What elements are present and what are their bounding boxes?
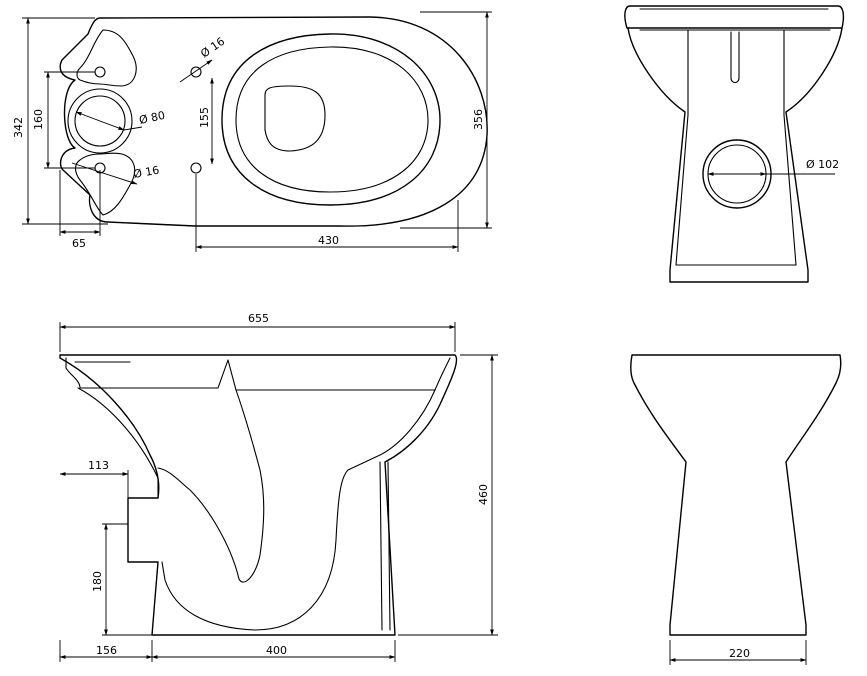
dim-d102-label: Ø 102 — [806, 158, 839, 171]
dim-180-label: 180 — [91, 571, 104, 592]
side-view-trap-inner — [77, 387, 265, 583]
dim-160-label: 160 — [32, 109, 45, 130]
top-view-outlet-outer — [67, 88, 133, 154]
top-view-dimension-160: 160 — [32, 71, 95, 169]
top-view-fixing-hole-lower — [190, 162, 202, 174]
top-view-leader-d80: Ø 80 — [75, 109, 166, 131]
dim-655-label: 655 — [248, 312, 269, 325]
side-view-waterway — [379, 461, 391, 631]
dim-356-label: 356 — [472, 109, 485, 130]
top-view-fixing-hole-upper — [190, 66, 202, 78]
side-view-dimension-180: 180 — [91, 523, 152, 636]
side-view-dimension-113: 113 — [59, 459, 129, 498]
dim-d16-bolt-label: Ø 16 — [132, 164, 160, 181]
front-view-outline — [629, 354, 842, 636]
top-view-dimension-430: 430 — [195, 174, 459, 252]
top-view-bowl-rim-inner — [235, 46, 429, 193]
side-view-dimension-400: 400 — [151, 640, 396, 662]
rear-view-leader-d102: Ø 102 — [707, 158, 839, 176]
dim-155-label: 155 — [198, 107, 211, 128]
dim-220-label: 220 — [729, 647, 750, 660]
dim-65-label: 65 — [72, 237, 86, 250]
rear-view: Ø 102 — [624, 5, 845, 283]
side-view-dimension-156: 156 — [59, 640, 153, 662]
rear-view-center-rib — [730, 31, 740, 84]
rear-view-web-left — [675, 29, 689, 266]
top-view-tank-lower-lobe — [74, 152, 136, 216]
top-view-bolt-hole-upper — [94, 66, 106, 78]
top-view-dimension-155: 155 — [198, 77, 214, 165]
dim-d80-label: Ø 80 — [138, 109, 166, 127]
dim-430-label: 430 — [318, 234, 339, 247]
top-view-water-surface — [264, 85, 326, 152]
front-view-dimension-220: 220 — [669, 640, 807, 665]
side-view: 655 460 113 180 156 400 — [59, 312, 498, 662]
top-view-dimension-356: 356 — [400, 11, 492, 229]
front-view: 220 — [629, 354, 842, 665]
top-view-bowl-rim-outer — [221, 33, 441, 206]
side-view-outline — [59, 354, 458, 636]
side-view-dimension-655: 655 — [59, 312, 456, 352]
dim-d16-fixing-label: Ø 16 — [198, 35, 227, 61]
top-view-tank-upper-lobe — [76, 29, 137, 87]
top-view-leader-d16-bolt: Ø 16 — [71, 162, 160, 185]
top-view-outlet-inner — [74, 95, 126, 147]
dim-460-label: 460 — [477, 484, 490, 505]
side-view-rim-left — [65, 357, 451, 391]
top-view-dimension-65: 65 — [59, 170, 101, 250]
side-view-trap-outer — [161, 389, 436, 631]
top-view-leader-d16-fixing: Ø 16 — [179, 35, 227, 83]
rear-view-bowl — [627, 27, 843, 283]
dim-113-label: 113 — [88, 459, 109, 472]
dim-400-label: 400 — [266, 644, 287, 657]
top-view-dimension-342: 342 — [12, 17, 108, 225]
top-view: 342 356 160 155 65 430 — [12, 11, 492, 252]
dim-342-label: 342 — [12, 117, 25, 138]
rear-view-web-right — [783, 29, 797, 266]
dim-156-label: 156 — [96, 644, 117, 657]
side-view-dimension-460: 460 — [398, 354, 498, 636]
